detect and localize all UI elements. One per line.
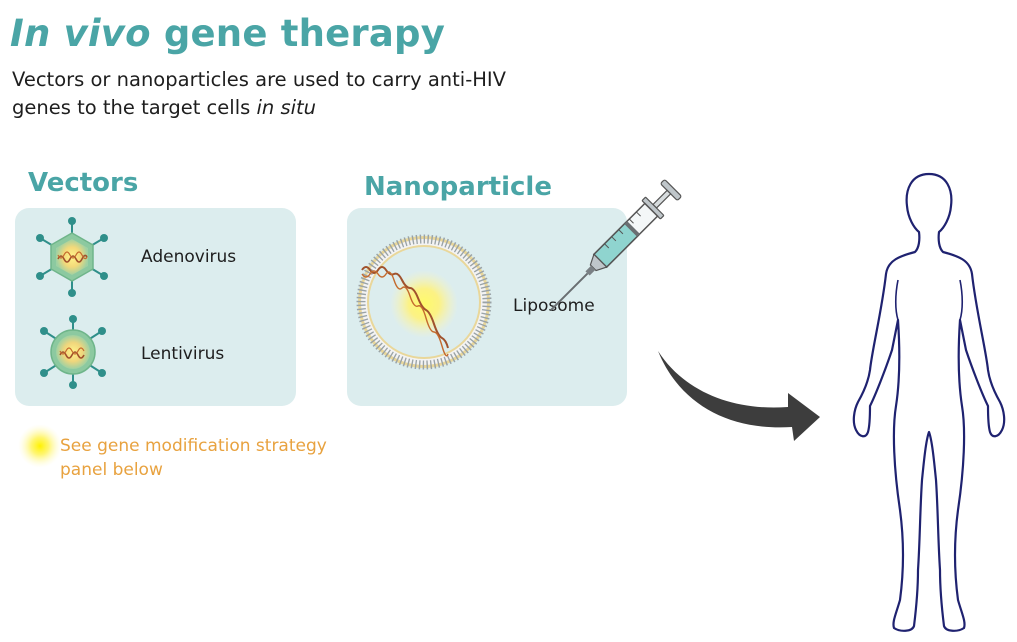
- note-line-2: panel below: [60, 460, 163, 480]
- lentivirus-icon: [40, 315, 106, 389]
- vectors-heading: Vectors: [28, 168, 139, 198]
- adenovirus-icon: [36, 217, 108, 297]
- title-italic: In vivo: [10, 12, 151, 55]
- page-subtitle: Vectors or nanoparticles are used to car…: [12, 66, 632, 122]
- page-title: In vivo gene therapy: [10, 12, 445, 55]
- syringe-icon: [550, 179, 682, 311]
- adenovirus-label: Adenovirus: [141, 247, 237, 267]
- subtitle-line-2: genes to the target cells in situ: [12, 94, 632, 122]
- yellow-glow-icon: [18, 424, 62, 468]
- human-body-icon: [852, 172, 1006, 632]
- nanoparticle-heading: Nanoparticle: [364, 172, 552, 202]
- subtitle-line-2-plain: genes to the target cells: [12, 96, 257, 119]
- liposome-icon: [356, 234, 492, 370]
- note-line-1: See gene modification strategy: [60, 436, 327, 456]
- gene-modification-note: See gene modification strategy panel bel…: [60, 434, 360, 482]
- lentivirus-label: Lentivirus: [141, 344, 225, 364]
- title-rest: gene therapy: [150, 12, 446, 55]
- curved-arrow-icon: [658, 351, 820, 441]
- subtitle-line-1: Vectors or nanoparticles are used to car…: [12, 68, 507, 91]
- subtitle-line-2-italic: in situ: [256, 96, 317, 119]
